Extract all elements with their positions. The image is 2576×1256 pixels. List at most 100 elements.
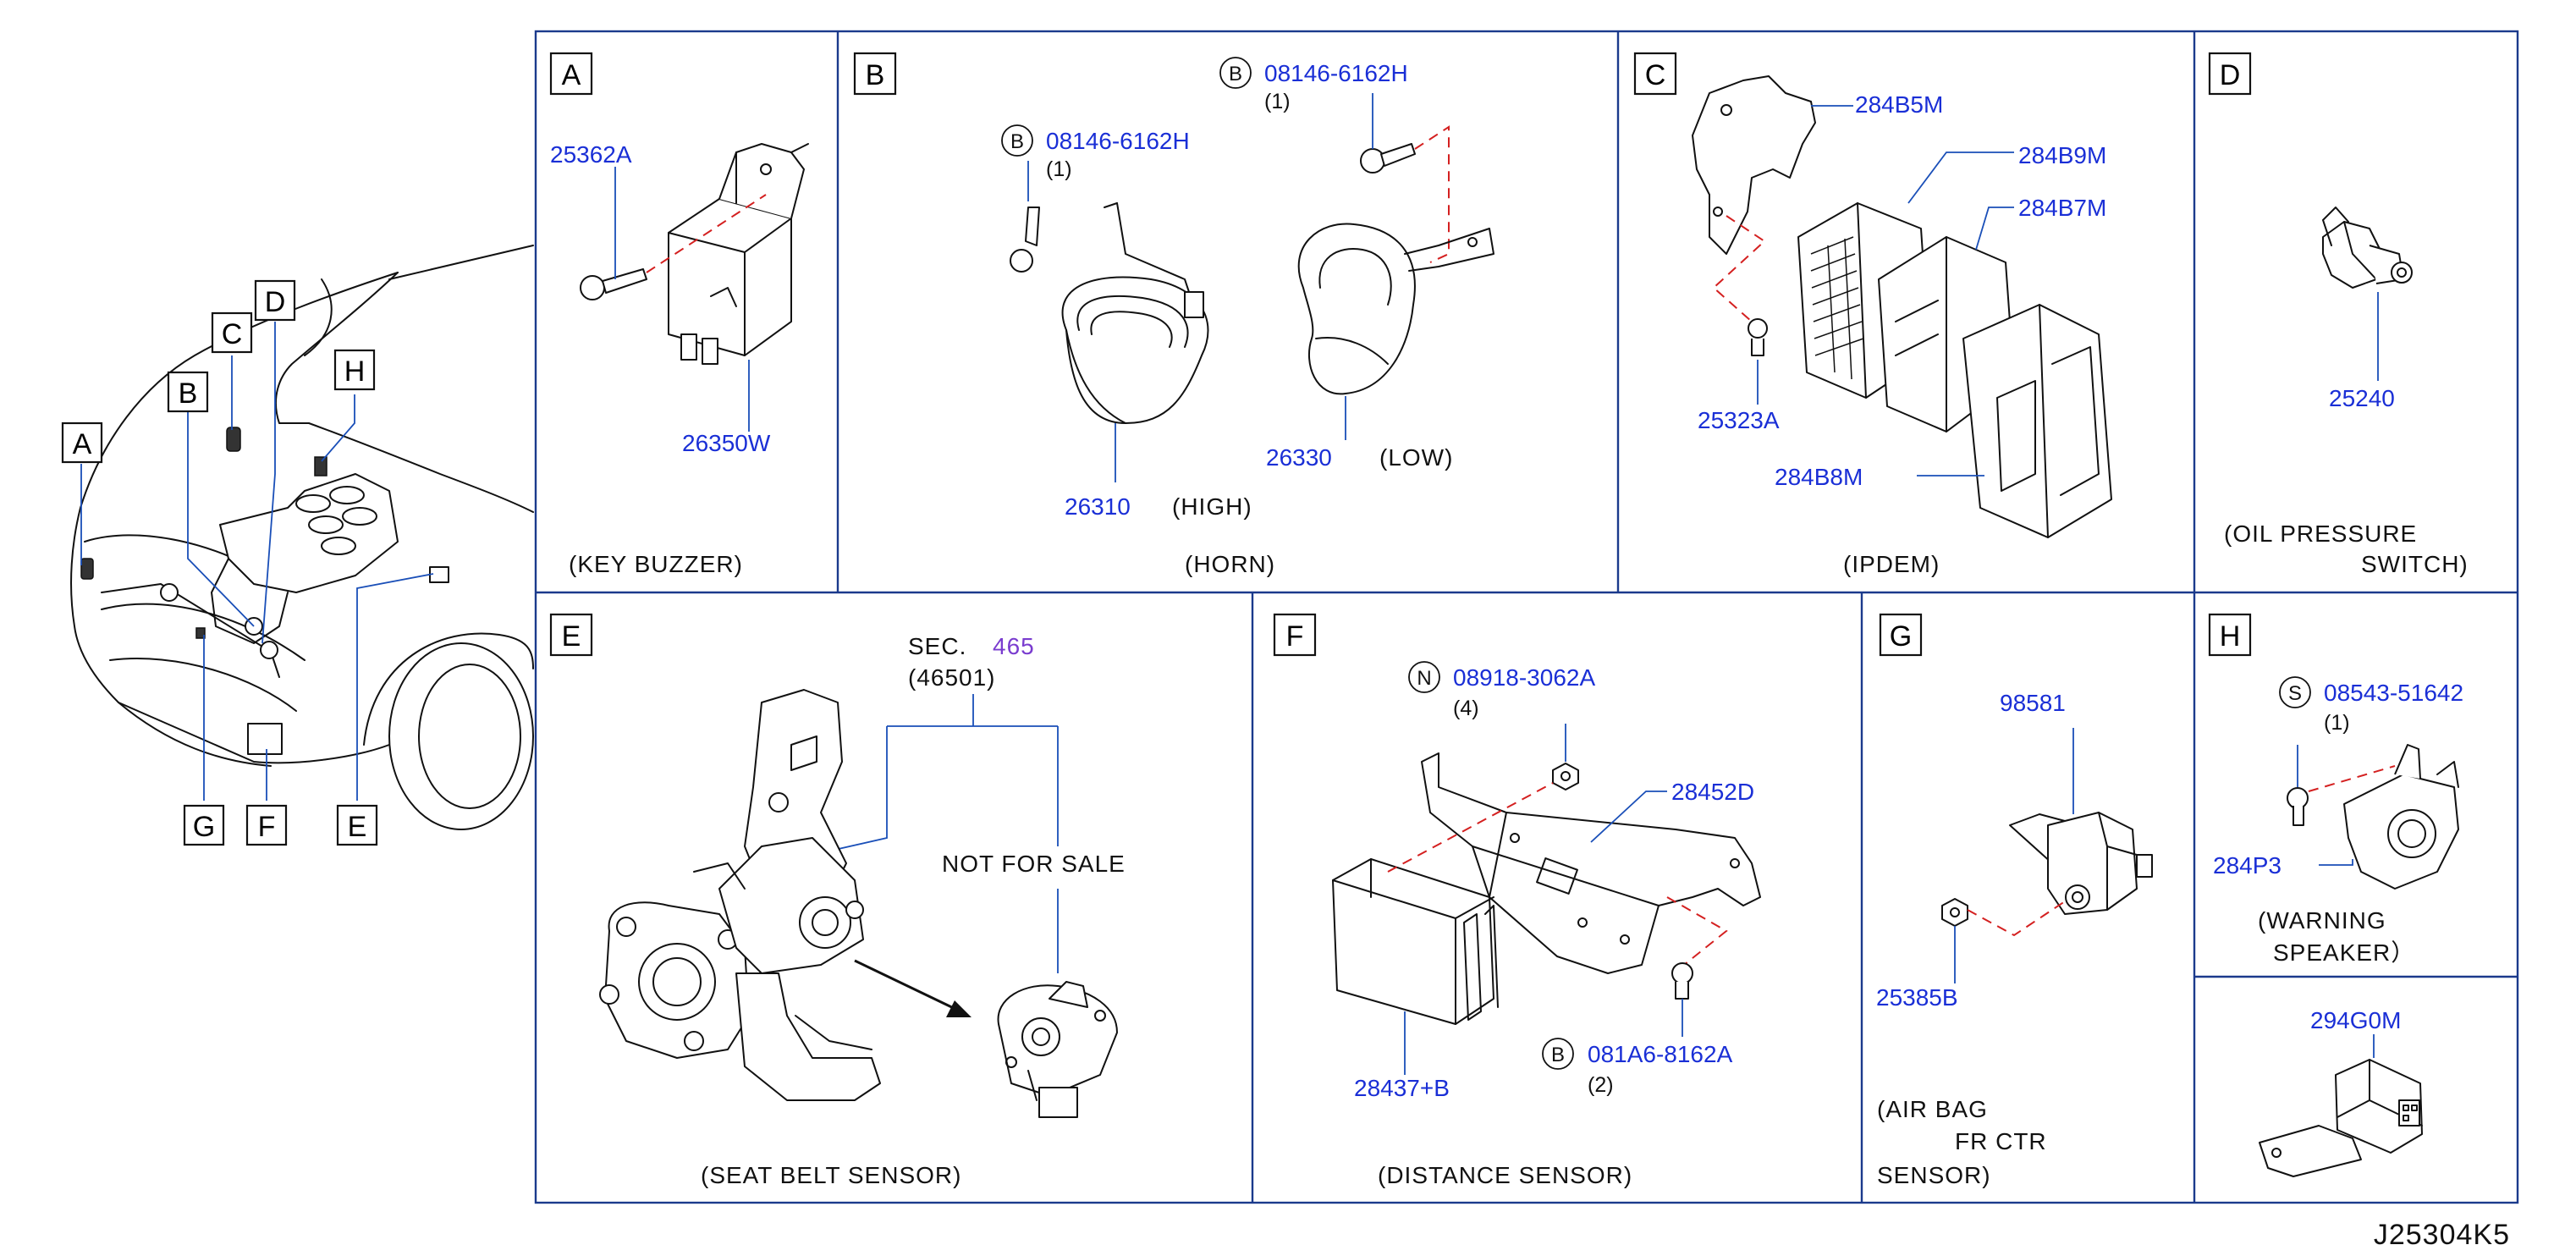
svg-text:B: B	[1229, 63, 1242, 85]
part-28452d: 28452D	[1671, 779, 1754, 805]
panel-c-caption: (IPDEM)	[1843, 551, 1940, 577]
panel-c-ipdem: C 284B5M 284B9M 284B7M 25323A 284B8M (IP…	[1633, 52, 2112, 577]
panel-d-letter: D	[2220, 59, 2241, 91]
svg-text:D: D	[265, 286, 286, 318]
qty-upper-bolt: (1)	[1264, 90, 1291, 113]
air-bag-sensor-illustration	[1941, 728, 2153, 983]
seat-belt-sensor-illustration	[997, 981, 1118, 1118]
part-284p3: 284P3	[2213, 852, 2282, 879]
panel-b-horn: B B 08146-6162H (1) B 08146-6162H (1) 26…	[853, 52, 1494, 577]
panel-e-seat-belt-sensor: E SEC. 465 (46501) NOT FOR SALE (SEAT BE…	[549, 613, 1126, 1188]
part-98581: 98581	[2000, 690, 2066, 716]
sec-label: SEC.	[908, 633, 966, 659]
svg-text:E: E	[348, 811, 367, 843]
panel-a-caption: (KEY BUZZER)	[569, 551, 743, 577]
panel-g-caption-line1: (AIR BAG	[1877, 1096, 1988, 1122]
svg-text:H: H	[344, 355, 366, 388]
sec-number: 465	[993, 633, 1035, 659]
panel-g-letter-box	[1879, 613, 1923, 657]
overview-callout-h: H	[333, 349, 376, 391]
panel-c-letter: C	[1645, 59, 1666, 91]
pedal-assembly-illustration	[599, 689, 881, 1101]
nut-badge: N	[1408, 661, 1440, 693]
panel-b-caption: (HORN)	[1185, 551, 1275, 577]
part-25240: 25240	[2329, 385, 2395, 411]
svg-text:B: B	[179, 377, 198, 410]
panel-g-air-bag-sensor: G 98581 25385B (AIR BAG FR CTR SENSOR)	[1876, 613, 2153, 1188]
qty-bolt-f: (2)	[1588, 1073, 1614, 1097]
overview-callout-d: D	[254, 279, 296, 322]
part-08146-6162h-lower: 08146-6162H	[1046, 128, 1190, 154]
key-buzzer-illustration	[580, 143, 809, 432]
panel-f-letter-box	[1273, 613, 1317, 657]
panel-g-caption-line3: SENSOR)	[1877, 1162, 1991, 1188]
label-high: (HIGH)	[1172, 493, 1252, 520]
low-horn-illustration	[1297, 93, 1494, 440]
panel-h-letter-box	[2208, 613, 2252, 657]
svg-text:N: N	[1417, 667, 1431, 690]
direction-arrow	[854, 959, 961, 1013]
panel-c-letter-box	[1633, 52, 1677, 96]
high-horn-illustration	[1010, 161, 1209, 482]
extra-module-illustration	[2259, 1034, 2423, 1177]
svg-text:S: S	[2288, 682, 2302, 705]
direction-arrowhead	[946, 1000, 972, 1017]
label-low: (LOW)	[1379, 444, 1453, 471]
panel-b-letter-box	[853, 52, 897, 96]
panel-e-letter-box	[549, 613, 593, 657]
part-26330: 26330	[1266, 444, 1332, 471]
overview-callout-e: E	[336, 804, 378, 846]
svg-text:A: A	[73, 428, 92, 460]
part-284b7m: 284B7M	[2018, 195, 2106, 221]
diagram-code: J25304K5	[2374, 1219, 2510, 1251]
panel-extra-294g0m: 294G0M	[2259, 1007, 2423, 1177]
part-294g0m: 294G0M	[2310, 1007, 2401, 1033]
overview-callout-c: C	[211, 311, 253, 354]
part-081a6-8162a: 081A6-8162A	[1588, 1041, 1733, 1067]
panel-g-caption-line2: FR CTR	[1955, 1128, 2047, 1154]
panel-f-distance-sensor: F N 08918-3062A (4) 28452D 28437+B B 081…	[1273, 613, 1761, 1188]
panel-d-letter-box	[2208, 52, 2252, 96]
qty-lower-bolt: (1)	[1046, 157, 1072, 181]
panel-d-caption-line1: (OIL PRESSURE	[2224, 521, 2417, 547]
sec-subnumber: (46501)	[908, 664, 996, 691]
panel-a-letter: A	[562, 59, 581, 91]
bolt-badge-f: B	[1542, 1038, 1574, 1070]
overview-callout-b: B	[167, 371, 209, 413]
qty-nut: (4)	[1453, 697, 1479, 720]
overview-callout-f: F	[245, 804, 288, 846]
panel-h-letter: H	[2220, 620, 2241, 653]
panel-e-letter: E	[562, 620, 581, 653]
part-25385b: 25385B	[1876, 984, 1958, 1011]
svg-text:C: C	[222, 318, 243, 350]
screw-badge: S	[2279, 676, 2311, 708]
panel-g-letter: G	[1890, 620, 1912, 653]
not-for-sale-label: NOT FOR SALE	[942, 851, 1126, 877]
oil-pressure-switch-illustration	[2322, 207, 2413, 381]
svg-text:B: B	[1010, 130, 1024, 153]
part-08543-51642: 08543-51642	[2324, 680, 2463, 706]
part-25323a: 25323A	[1698, 407, 1780, 433]
panel-f-caption: (DISTANCE SENSOR)	[1378, 1162, 1632, 1188]
qty-screw: (1)	[2324, 711, 2350, 735]
panel-h-caption-line2: SPEAKER）	[2273, 939, 2415, 966]
overview-callout-g: G	[183, 804, 225, 846]
panel-a-letter-box	[549, 52, 593, 96]
panel-f-letter: F	[1286, 620, 1304, 653]
svg-text:F: F	[258, 811, 276, 843]
part-26350w: 26350W	[682, 430, 771, 456]
panel-d-oil-pressure: D 25240 (OIL PRESSURE SWITCH)	[2208, 52, 2468, 577]
part-26310: 26310	[1065, 493, 1131, 520]
panel-b-letter: B	[866, 59, 885, 91]
part-08918-3062a: 08918-3062A	[1453, 664, 1595, 691]
part-28437b: 28437+B	[1354, 1075, 1450, 1101]
panel-grid	[534, 30, 2519, 1204]
part-08146-6162h-upper: 08146-6162H	[1264, 60, 1408, 86]
svg-text:G: G	[193, 811, 215, 843]
vehicle-overview: A B C D H G F E	[61, 245, 534, 846]
part-284b9m: 284B9M	[2018, 142, 2106, 168]
part-284b5m: 284B5M	[1855, 91, 1943, 118]
panel-h-caption-line1: (WARNING	[2258, 907, 2386, 934]
ipdem-illustration	[1692, 75, 2112, 538]
